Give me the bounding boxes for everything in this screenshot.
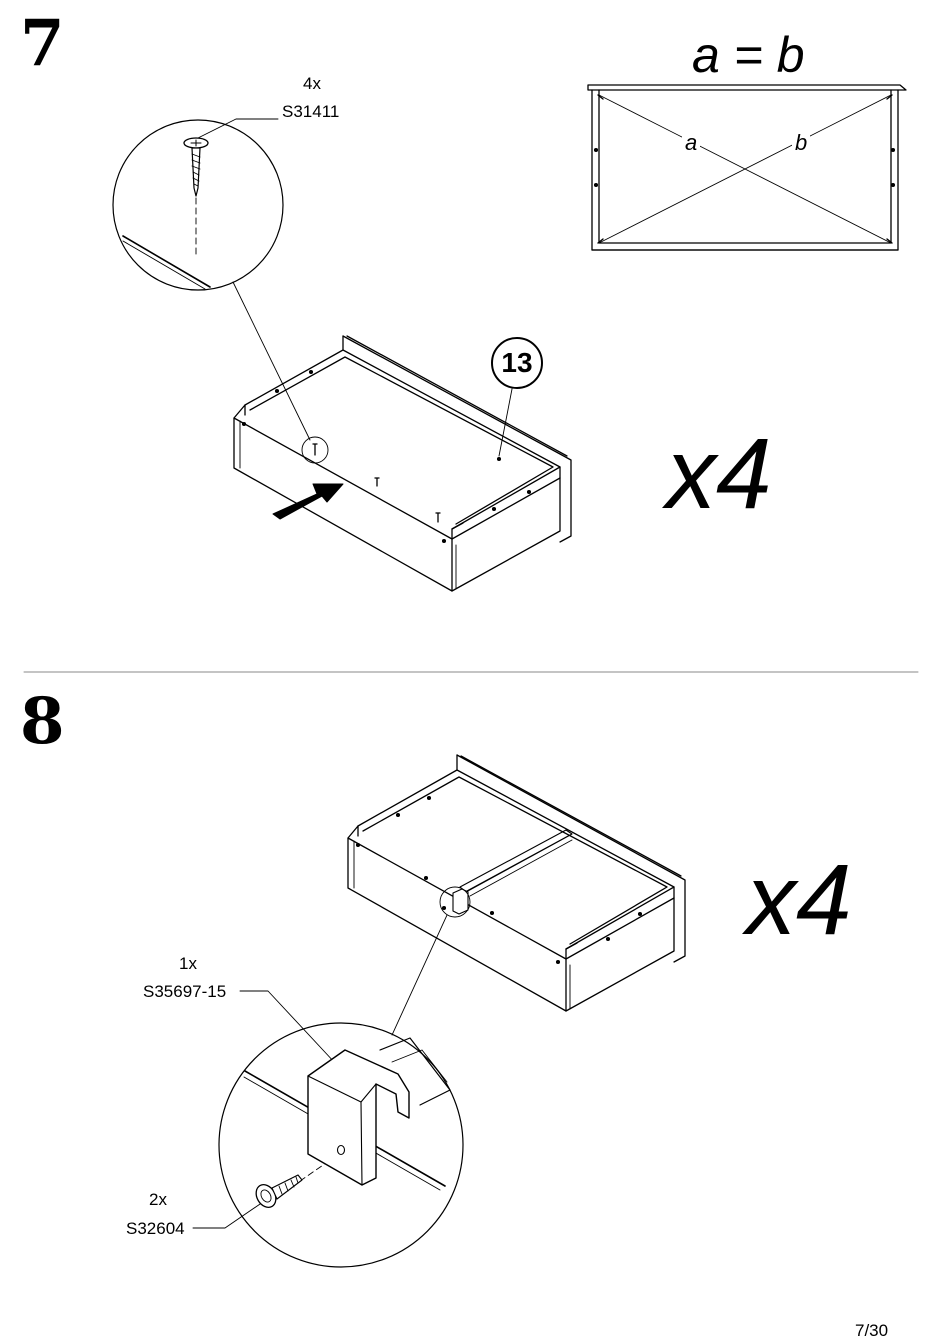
step-number-7: 7 bbox=[20, 6, 65, 81]
square-check-frame bbox=[587, 84, 907, 251]
square-equation: a = b bbox=[692, 27, 805, 83]
arrow-icon bbox=[272, 483, 344, 520]
part-number-badge: 13 bbox=[491, 337, 543, 389]
hardware-quantity-bracket-screw: 2x bbox=[149, 1190, 167, 1209]
hardware-code-screw: S31411 bbox=[282, 102, 340, 121]
hardware-quantity-bracket: 1x bbox=[179, 954, 197, 973]
step8-drawer-box bbox=[347, 754, 686, 1012]
step7-drawer-box bbox=[233, 335, 572, 592]
diagonal-a-label: a bbox=[682, 132, 701, 154]
step7-multiplier: x4 bbox=[666, 418, 772, 530]
hardware-code-bracket: S35697-15 bbox=[143, 982, 227, 1001]
diagonal-b-label: b bbox=[792, 132, 811, 154]
bracket-icon bbox=[307, 1049, 410, 1186]
step7-zoom-detail bbox=[112, 118, 329, 464]
step-number-8: 8 bbox=[20, 684, 65, 759]
screw-icon bbox=[255, 1174, 303, 1208]
hardware-code-bracket-screw: S32604 bbox=[126, 1219, 185, 1238]
hardware-quantity-screw: 4x bbox=[303, 74, 321, 93]
screw-icon bbox=[183, 137, 209, 197]
page-number: 7/30 bbox=[855, 1321, 889, 1340]
step8-multiplier: x4 bbox=[746, 844, 852, 956]
